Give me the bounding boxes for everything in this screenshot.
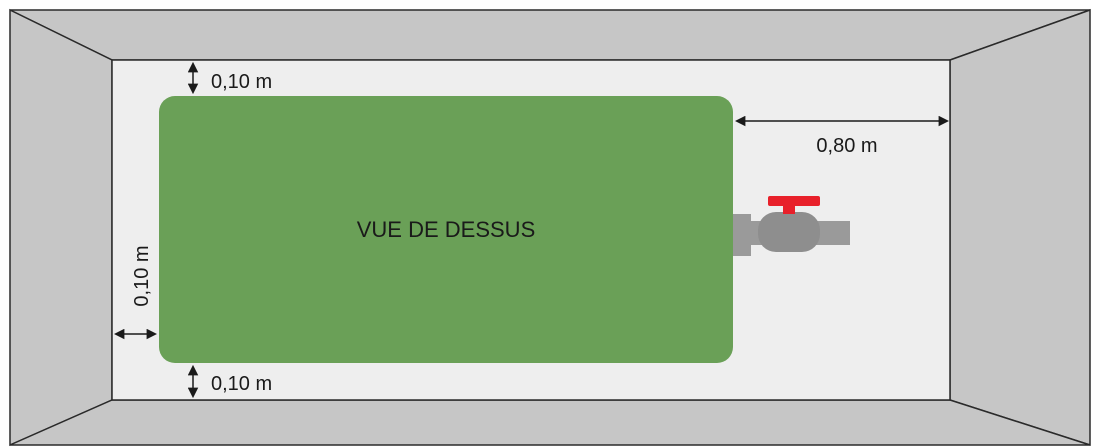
top-gap-label: 0,10 m xyxy=(211,71,272,93)
wall-right xyxy=(949,8,1091,447)
view-title: VUE DE DESSUS xyxy=(357,217,536,242)
right-gap-label: 0,80 m xyxy=(816,135,877,157)
ball-valve-icon xyxy=(733,196,850,256)
bottom-gap-label: 0,10 m xyxy=(211,373,272,395)
wall-bottom xyxy=(9,399,1091,446)
left-gap-label: 0,10 m xyxy=(131,245,153,306)
dimension-top: 0,10 m xyxy=(187,61,272,95)
dimension-right: 0,80 m xyxy=(734,115,950,157)
tank xyxy=(159,96,733,363)
wall-top xyxy=(9,9,1091,61)
wall-left xyxy=(9,8,113,447)
dimension-bottom: 0,10 m xyxy=(187,364,272,399)
dimension-left: 0,10 m xyxy=(113,245,158,340)
